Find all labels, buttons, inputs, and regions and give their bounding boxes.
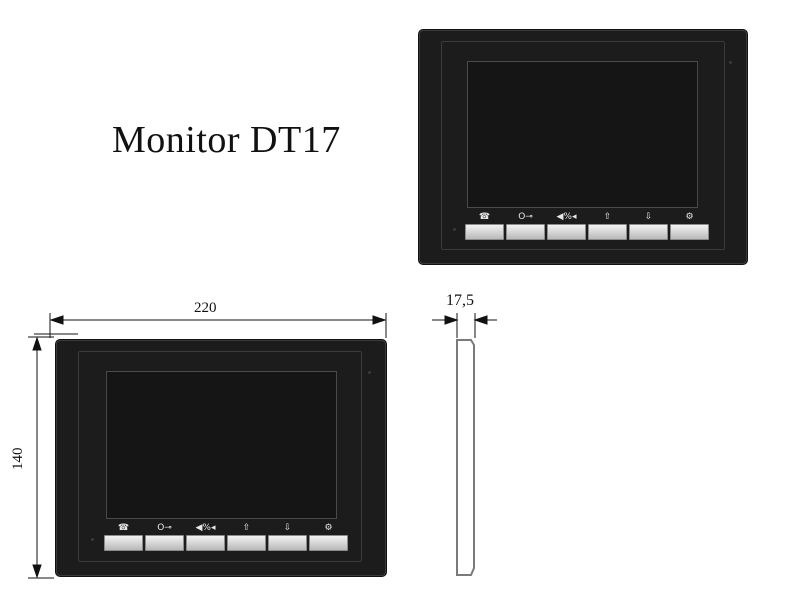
monitor-button-1[interactable]: ☎: [104, 522, 143, 551]
microphone-hole: [91, 538, 94, 541]
monitor-key[interactable]: [629, 224, 668, 240]
width-label: 220: [194, 300, 217, 316]
monitor-button-6[interactable]: ⚙: [670, 211, 709, 240]
monitor-button-2[interactable]: O⊸: [145, 522, 184, 551]
height-arrow-bottom: [32, 564, 42, 579]
monitor-key[interactable]: [186, 535, 225, 551]
arrow-up-icon: ⇧: [603, 212, 612, 222]
monitor-key[interactable]: [670, 224, 709, 240]
monitor-button-2[interactable]: O⊸: [506, 211, 545, 240]
height-label: 140: [10, 447, 26, 471]
monitor-key[interactable]: [465, 224, 504, 240]
status-led: [368, 371, 371, 374]
height-arrow-top: [32, 336, 42, 351]
settings-icon: ⚙: [324, 523, 333, 533]
microphone-hole: [453, 228, 456, 231]
monitor-bezel: [78, 351, 362, 562]
monitor-key[interactable]: [309, 535, 348, 551]
monitor-key[interactable]: [104, 535, 143, 551]
call-icon: ☎: [117, 523, 130, 533]
monitor-button-1[interactable]: ☎: [465, 211, 504, 240]
depth-arrow-left: [444, 315, 459, 325]
button-row: ☎ O⊸ ◀%◂ ⇧ ⇩ ⚙: [104, 522, 348, 551]
settings-icon: ⚙: [685, 212, 694, 222]
volume-icon: ◀%◂: [556, 212, 577, 222]
monitor-button-3[interactable]: ◀%◂: [547, 211, 586, 240]
depth-label: 17,5: [446, 292, 474, 309]
monitor-key[interactable]: [588, 224, 627, 240]
monitor-bezel: [441, 41, 725, 250]
monitor-button-5[interactable]: ⇩: [629, 211, 668, 240]
monitor-button-4[interactable]: ⇧: [588, 211, 627, 240]
monitor-key[interactable]: [145, 535, 184, 551]
monitor-key[interactable]: [227, 535, 266, 551]
volume-icon: ◀%◂: [195, 523, 216, 533]
monitor-button-3[interactable]: ◀%◂: [186, 522, 225, 551]
monitor-key[interactable]: [547, 224, 586, 240]
monitor-front-view: ☎ O⊸ ◀%◂ ⇧ ⇩ ⚙: [419, 30, 747, 264]
button-row: ☎ O⊸ ◀%◂ ⇧ ⇩ ⚙: [465, 211, 709, 240]
arrow-down-icon: ⇩: [644, 212, 653, 222]
width-arrow-right: [372, 315, 387, 325]
call-icon: ☎: [478, 212, 491, 222]
diagram-title: Monitor DT17: [112, 119, 341, 161]
monitor-button-6[interactable]: ⚙: [309, 522, 348, 551]
arrow-up-icon: ⇧: [242, 523, 251, 533]
width-arrow-left: [49, 315, 64, 325]
monitor-screen: [106, 371, 337, 519]
monitor-screen: [467, 61, 698, 208]
monitor-dimensioned-view: ☎ O⊸ ◀%◂ ⇧ ⇩ ⚙: [56, 340, 386, 576]
status-led: [729, 61, 732, 64]
monitor-button-5[interactable]: ⇩: [268, 522, 307, 551]
key-icon: O⊸: [157, 523, 172, 533]
monitor-key[interactable]: [268, 535, 307, 551]
arrow-down-icon: ⇩: [283, 523, 292, 533]
monitor-key[interactable]: [506, 224, 545, 240]
key-icon: O⊸: [518, 212, 533, 222]
monitor-side-profile: [456, 339, 475, 576]
monitor-button-4[interactable]: ⇧: [227, 522, 266, 551]
depth-arrow-right: [473, 315, 488, 325]
